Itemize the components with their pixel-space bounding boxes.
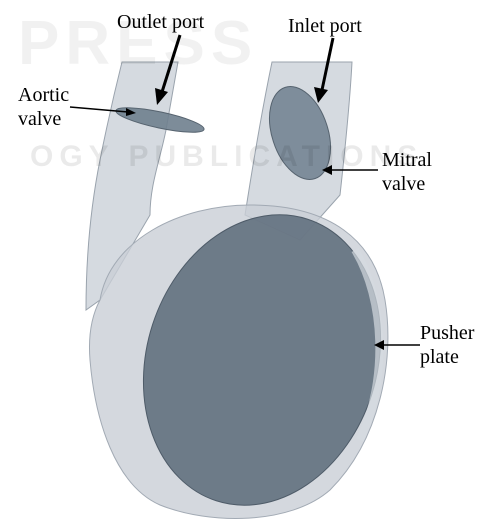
watermark-line-2: OGY PUBLICATIONS: [30, 140, 423, 174]
inlet-port-label: Inlet port: [288, 14, 362, 38]
aortic-valve-label-line-1: Aortic: [18, 83, 69, 107]
mitral-valve-label-line-1: Mitral: [382, 148, 432, 172]
outlet-port-label: Outlet port: [117, 10, 204, 34]
mitral-valve-label-line-2: valve: [382, 172, 425, 196]
aortic-valve-label-line-2: valve: [18, 107, 61, 131]
pusher-plate-label-line-1: Pusher: [420, 321, 474, 345]
pusher-plate-label-line-2: plate: [420, 345, 459, 369]
